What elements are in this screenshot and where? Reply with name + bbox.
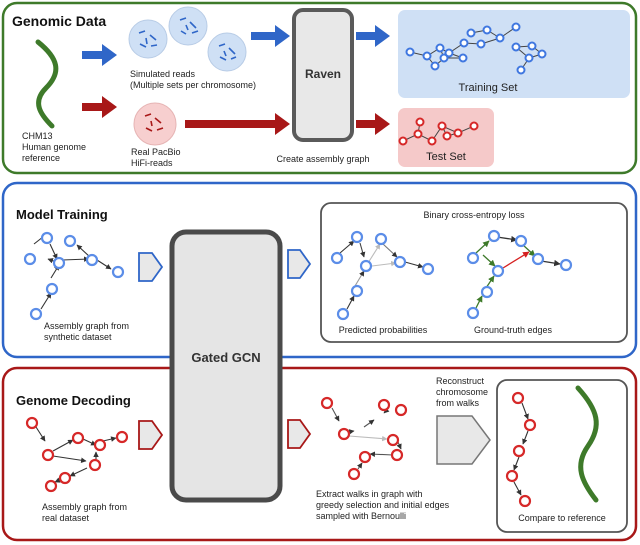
genome-decoding-title: Genome Decoding <box>16 393 131 408</box>
genomic-data-title: Genomic Data <box>12 13 106 29</box>
compare-caption: Compare to reference <box>518 513 606 523</box>
simulated-reads-icon <box>128 6 247 72</box>
reconstruct-caption: Reconstruct chromosome from walks <box>436 376 491 408</box>
simulated-reads-label: Simulated reads (Multiple sets per chrom… <box>130 69 256 90</box>
ground-truth-caption: Ground-truth edges <box>474 325 553 335</box>
raven-to-training-arrow <box>356 25 390 47</box>
training-input-graph <box>23 231 125 321</box>
simulated-to-raven-arrow <box>251 25 290 47</box>
reference-label: CHM13 Human genome reference <box>22 131 89 163</box>
walks-to-reference-arrow <box>436 415 491 465</box>
reference-chromosome-icon <box>35 39 59 129</box>
gated-gcn-label: Gated GCN <box>191 350 260 365</box>
gcn-to-loss-chevron <box>287 249 312 279</box>
model-training-title: Model Training <box>16 207 108 222</box>
test-graph <box>398 117 479 146</box>
training-graph-caption: Assembly graph from synthetic dataset <box>44 321 132 342</box>
predicted-probabilities-graph <box>330 230 435 321</box>
real-reads-label: Real PacBio HiFi-reads <box>131 147 183 168</box>
walks-graph <box>320 396 408 481</box>
training-to-gcn-chevron <box>138 252 164 282</box>
raven-label: Raven <box>305 67 341 81</box>
loss-box <box>320 202 628 343</box>
test-set-label: Test Set <box>426 151 466 163</box>
genome-decoding-panel <box>1 366 638 542</box>
training-set-label: Training Set <box>459 82 518 94</box>
raven-caption: Create assembly graph <box>276 154 369 164</box>
real-to-raven-arrow <box>185 113 290 135</box>
raven-block <box>292 8 354 142</box>
decoding-to-gcn-chevron <box>138 420 164 450</box>
training-set-box <box>398 10 630 98</box>
loss-title: Binary cross-entropy loss <box>423 210 525 220</box>
real-reads-icon <box>133 102 177 146</box>
ground-truth-graph <box>466 229 573 320</box>
raven-to-test-arrow <box>356 113 390 135</box>
gcn-to-walks-chevron <box>287 419 312 449</box>
walks-caption: Extract walks in graph with greedy selec… <box>316 489 452 521</box>
reference-to-real-arrow <box>82 96 117 118</box>
decoding-input-graph <box>25 416 129 493</box>
assembled-chromosome-graph <box>505 391 537 508</box>
decoding-graph-caption: Assembly graph from real dataset <box>42 502 130 523</box>
gated-gcn-block <box>169 229 283 503</box>
reference-to-simulated-arrow <box>82 44 117 66</box>
reference-chromosome-compare-icon <box>575 385 599 503</box>
predicted-probabilities-caption: Predicted probabilities <box>339 325 428 335</box>
training-graph <box>405 22 547 75</box>
